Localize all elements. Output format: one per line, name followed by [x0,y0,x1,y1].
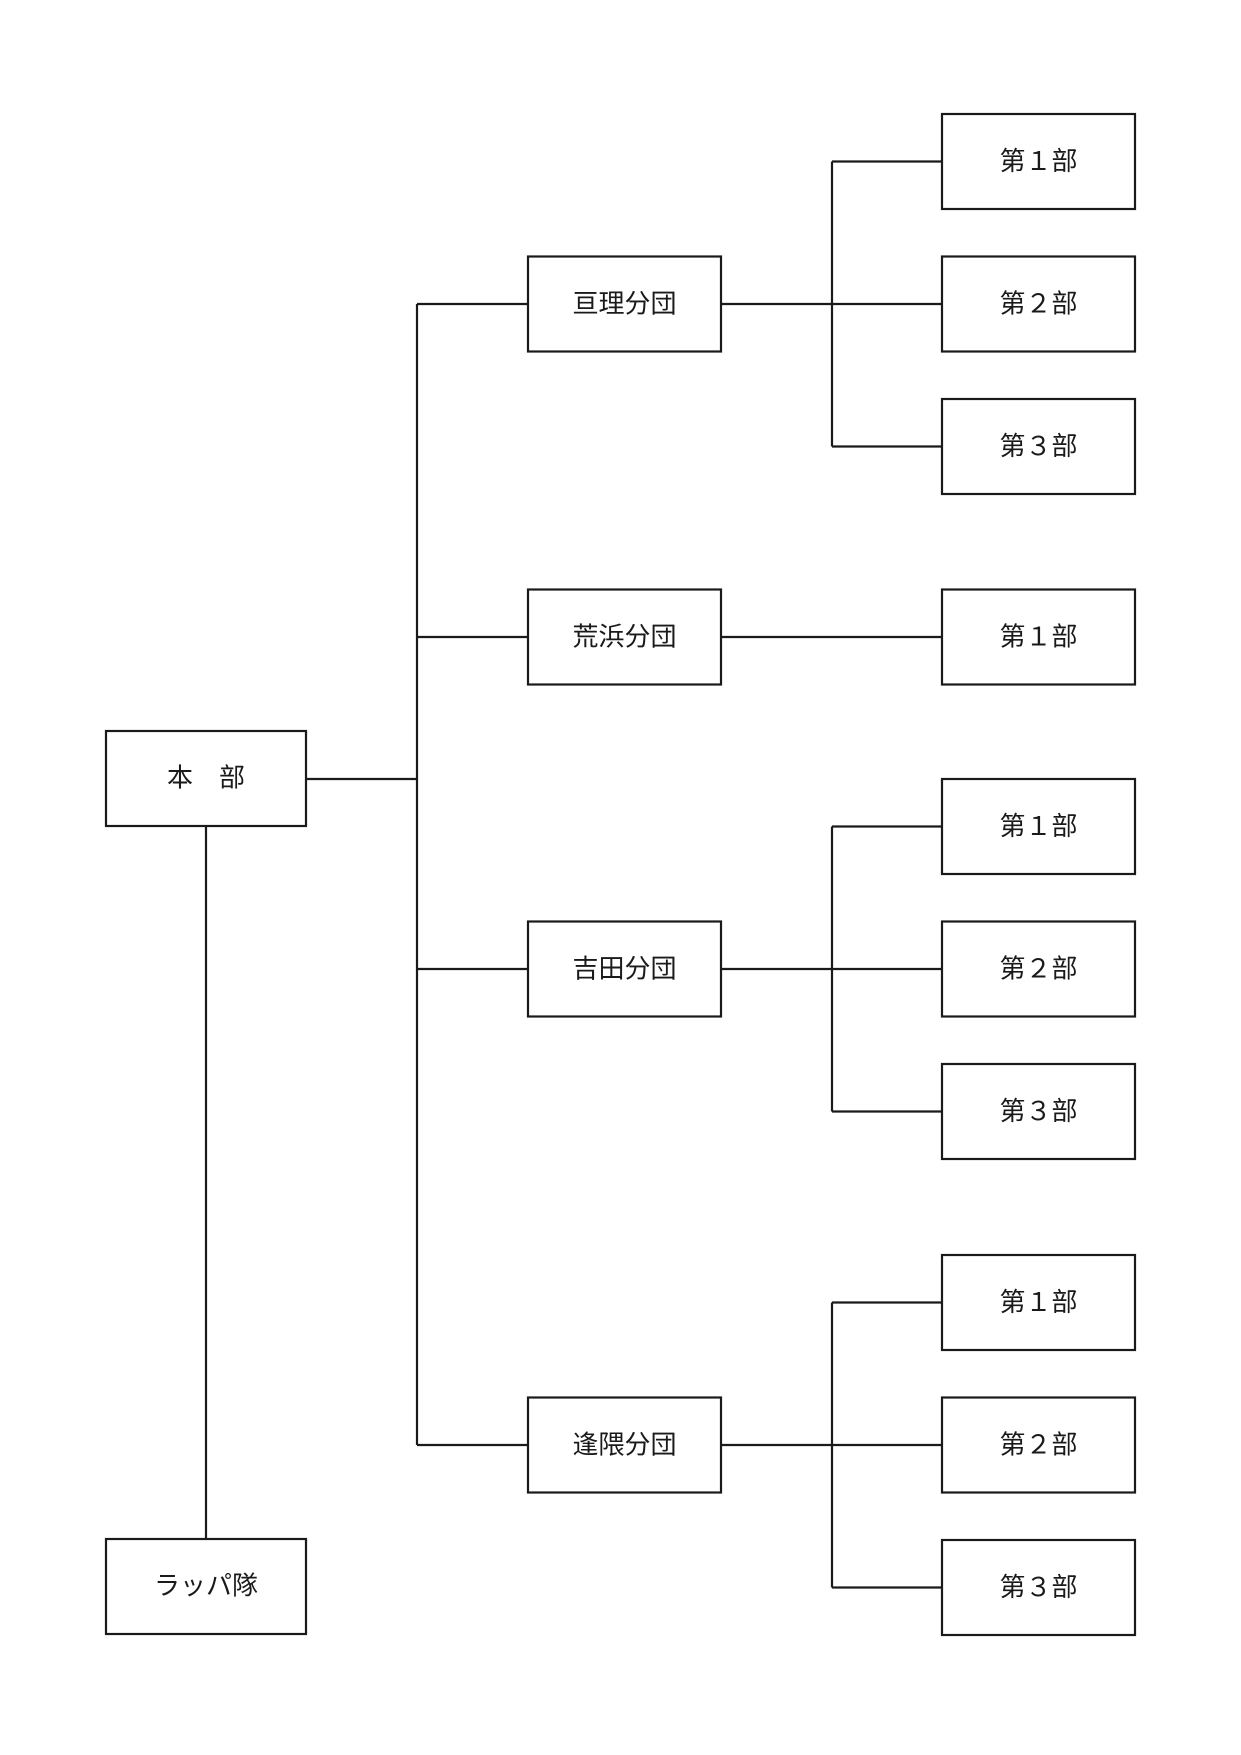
unit-node-ohkuma-2: 第２部 [940,1396,1137,1494]
unit-node-watari-3: 第３部 [940,397,1137,496]
unit-node-ohkuma-1-label: 第１部 [999,1288,1077,1318]
unit-node-ohkuma-3: 第３部 [940,1538,1137,1637]
unit-node-watari-3-label: 第３部 [999,432,1077,462]
unit-node-watari-2: 第２部 [940,255,1137,353]
unit-node-yoshida-2-label: 第２部 [999,955,1077,985]
unit-node-ohkuma-1: 第１部 [940,1253,1137,1352]
branch-node-watari: 亘理分団 [526,255,723,353]
unit-node-ohkuma-2-label: 第２部 [999,1431,1077,1461]
attached-node-label: ラッパ隊 [154,1572,258,1602]
unit-node-yoshida-1: 第１部 [940,777,1137,876]
unit-node-ohkuma-3-label: 第３部 [999,1573,1077,1603]
branch-node-arahama-label: 荒浜分団 [572,623,676,653]
unit-node-yoshida-2: 第２部 [940,920,1137,1018]
branch-node-ohkuma: 逢隈分団 [526,1396,723,1494]
attached-node-rappa: ラッパ隊 [104,1537,308,1636]
branch-node-arahama: 荒浜分団 [526,588,723,686]
branch-node-ohkuma-label: 逢隈分団 [572,1431,676,1461]
unit-node-yoshida-3-label: 第３部 [999,1097,1077,1127]
connector-lines [204,160,942,1589]
root-node-label: 本 部 [167,764,245,794]
unit-node-arahama-1: 第１部 [940,588,1137,686]
branch-node-watari-label: 亘理分団 [572,290,676,320]
branch-node-yoshida: 吉田分団 [526,920,723,1018]
unit-node-arahama-1-label: 第１部 [999,623,1077,653]
unit-node-yoshida-3: 第３部 [940,1062,1137,1161]
branch-node-yoshida-label: 吉田分団 [572,955,676,985]
unit-node-yoshida-1-label: 第１部 [999,812,1077,842]
unit-node-watari-1: 第１部 [940,112,1137,211]
unit-node-watari-2-label: 第２部 [999,290,1077,320]
root-node-honbu: 本 部 [104,729,308,828]
unit-node-watari-1-label: 第１部 [999,147,1077,177]
